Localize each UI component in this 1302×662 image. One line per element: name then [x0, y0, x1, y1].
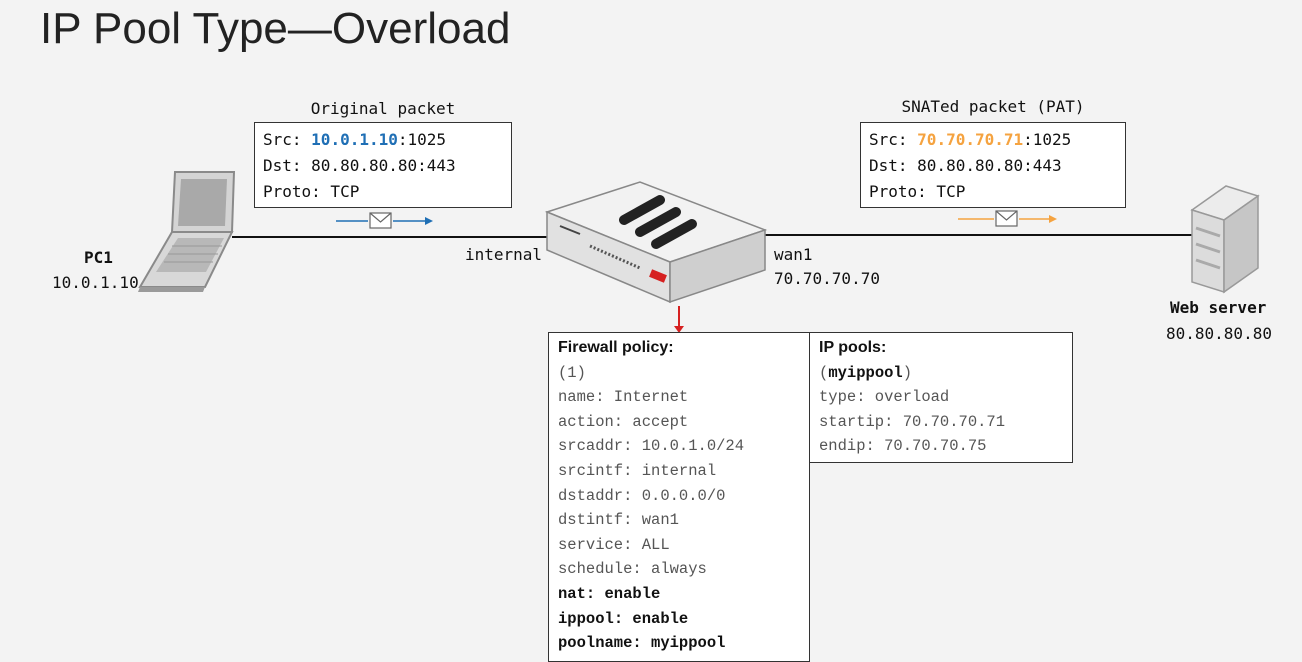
- policy-pointer-arrowhead: [674, 326, 684, 333]
- firewall-icon: [544, 181, 768, 304]
- pc-ip: 10.0.1.10: [52, 273, 139, 292]
- original-src-ip: 10.0.1.10: [311, 130, 398, 149]
- original-packet-src: Src: 10.0.1.10:1025: [263, 127, 503, 153]
- internal-interface-label: internal: [465, 245, 543, 264]
- policy-line: name: Internet: [558, 388, 689, 407]
- policy-value: : enable: [613, 609, 689, 628]
- original-src-port: :1025: [397, 130, 447, 149]
- ip-pool-name-line: (myippool): [819, 361, 1063, 386]
- paren-close: ): [902, 363, 913, 382]
- firewall-policy-heading: Firewall policy:: [558, 339, 674, 356]
- snat-packet-dst: Dst: 80.80.80.80:443: [869, 156, 1062, 175]
- policy-key: nat: [558, 584, 586, 603]
- policy-line: dstintf: wan1: [558, 511, 679, 530]
- policy-line: action: accept: [558, 412, 689, 431]
- src-prefix: Src:: [869, 130, 918, 149]
- snat-src-port: :1025: [1023, 130, 1072, 149]
- policy-line: service: ALL: [558, 535, 670, 554]
- paren-open: (: [819, 363, 829, 382]
- ip-pool-name: myippool: [828, 363, 903, 382]
- snat-packet-src: Src: 70.70.70.71:1025: [869, 127, 1117, 153]
- server-ip: 80.80.80.80: [1166, 324, 1272, 343]
- policy-value: : myippool: [632, 634, 726, 653]
- policy-line: (1): [558, 363, 586, 382]
- ip-pool-line: startip: 70.70.70.71: [819, 412, 1006, 431]
- policy-ippool-line: ippool: enable: [558, 607, 800, 632]
- laptop-icon: [138, 171, 236, 292]
- snat-src-ip: 70.70.70.71: [917, 130, 1024, 149]
- policy-line: srcintf: internal: [558, 461, 717, 480]
- policy-value: : enable: [585, 584, 661, 603]
- snat-packet-box: Src: 70.70.70.71:1025 Dst: 80.80.80.80:4…: [860, 122, 1126, 208]
- policy-line: schedule: always: [558, 560, 707, 579]
- server-icon: [1190, 185, 1260, 294]
- ip-pools-heading: IP pools:: [819, 339, 887, 356]
- wan-interface-ip: 70.70.70.70: [774, 269, 880, 288]
- snat-packet-caption: SNATed packet (PAT): [901, 97, 1085, 116]
- original-packet-dst: Dst: 80.80.80.80:443: [263, 156, 456, 175]
- ip-pool-line: type: overload: [819, 388, 950, 407]
- policy-poolname-line: poolname: myippool: [558, 631, 800, 656]
- snat-packet-proto: Proto: TCP: [869, 182, 966, 201]
- ip-pools-box: IP pools: (myippool) type: overload star…: [809, 332, 1073, 463]
- original-packet-box: Src: 10.0.1.10:1025 Dst: 80.80.80.80:443…: [254, 122, 512, 208]
- page-title: IP Pool Type—Overload: [40, 4, 511, 53]
- policy-line: dstaddr: 0.0.0.0/0: [558, 486, 726, 505]
- original-packet-proto: Proto: TCP: [263, 182, 360, 201]
- src-prefix: Src:: [263, 130, 312, 149]
- snat-packet-flow-arrow: [958, 210, 1057, 227]
- policy-key: ippool: [558, 609, 614, 628]
- server-name: Web server: [1170, 298, 1267, 317]
- original-packet-caption: Original packet: [310, 99, 456, 118]
- firewall-policy-box: Firewall policy: (1) name: Internet acti…: [548, 332, 810, 662]
- policy-nat-line: nat: enable: [558, 582, 800, 607]
- wan-interface-label: wan1: [774, 245, 813, 264]
- policy-line: srcaddr: 10.0.1.0/24: [558, 437, 745, 456]
- original-packet-flow-arrow: [336, 212, 433, 229]
- policy-key: poolname: [558, 634, 633, 653]
- ip-pool-line: endip: 70.70.70.75: [819, 437, 987, 456]
- pc-name: PC1: [84, 248, 113, 267]
